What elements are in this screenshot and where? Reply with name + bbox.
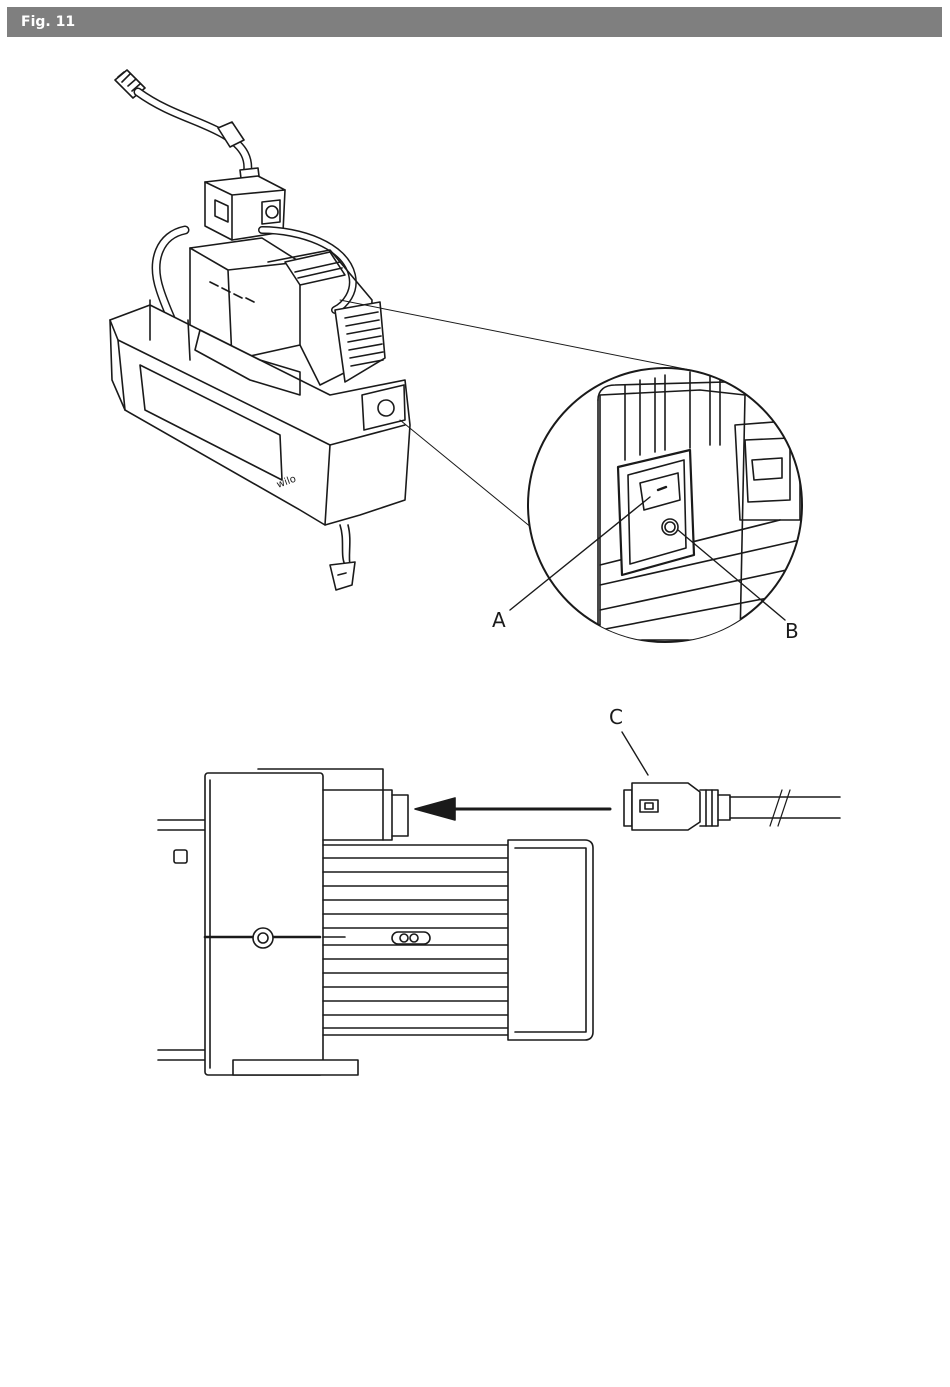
discharge-hose <box>115 70 260 187</box>
power-switch <box>618 450 694 575</box>
magnifier-detail <box>510 368 810 642</box>
motor-fins <box>323 845 510 1035</box>
insert-arrow <box>415 798 610 820</box>
pump-unit-isometric: wilo <box>110 70 410 590</box>
callout-a: A <box>492 608 506 632</box>
power-cable-plug <box>330 525 355 590</box>
pump-top-view <box>158 769 593 1075</box>
callout-b: B <box>785 619 799 643</box>
callout-c: C <box>609 705 623 729</box>
cable-connector <box>622 732 840 830</box>
